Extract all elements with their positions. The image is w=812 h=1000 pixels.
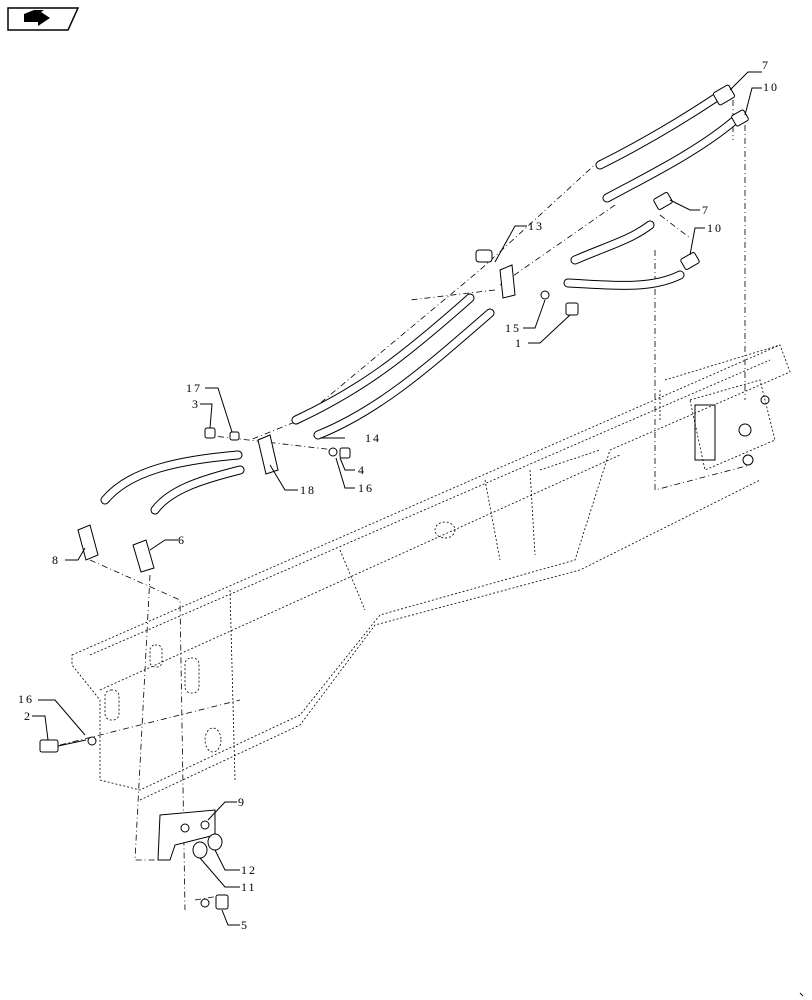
callout-1: 1 <box>515 336 523 350</box>
fittings <box>39 84 749 910</box>
callout-3: 3 <box>192 397 200 411</box>
callout-7-top: 7 <box>762 58 770 72</box>
callout-labels: 7 10 7 10 13 15 1 17 3 14 4 16 18 8 6 16… <box>18 58 779 932</box>
callout-16-lower: 16 <box>18 692 34 706</box>
callout-6: 6 <box>178 533 186 547</box>
hydraulic-hoses <box>100 90 740 515</box>
corner-mark <box>799 992 804 997</box>
callout-10-mid: 10 <box>707 221 723 235</box>
callout-13: 13 <box>528 219 544 233</box>
callout-10-top: 10 <box>763 80 779 94</box>
callout-5: 5 <box>241 918 249 932</box>
callout-2: 2 <box>24 709 32 723</box>
callout-14: 14 <box>365 431 381 445</box>
callout-9: 9 <box>238 795 246 809</box>
callout-15: 15 <box>505 321 521 335</box>
callout-7-mid: 7 <box>702 203 710 217</box>
callout-11: 11 <box>241 880 257 894</box>
callout-8: 8 <box>52 553 60 567</box>
callout-17: 17 <box>186 381 202 395</box>
leader-lines <box>32 71 762 926</box>
next-page-arrow-icon[interactable] <box>7 7 80 31</box>
callout-4: 4 <box>358 463 366 477</box>
callout-18: 18 <box>300 483 316 497</box>
callout-16-upper: 16 <box>358 481 374 495</box>
chassis-frame <box>71 344 791 801</box>
callout-12: 12 <box>241 863 257 877</box>
